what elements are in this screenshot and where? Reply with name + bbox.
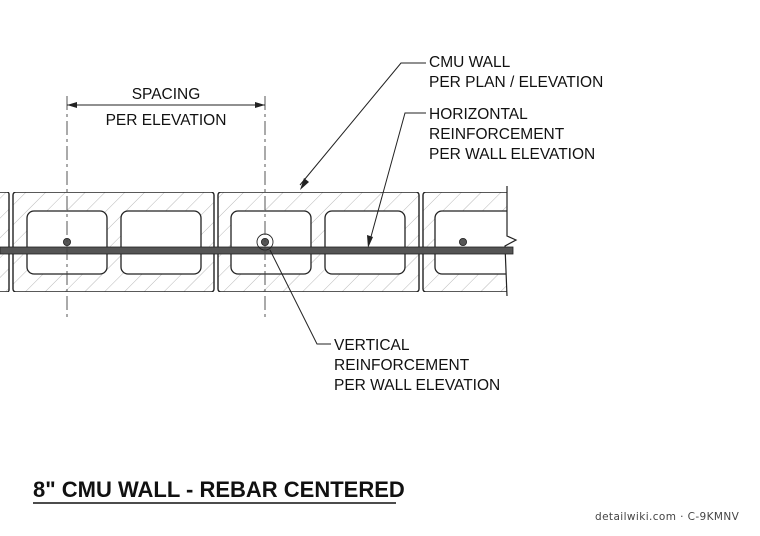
cmu-wall-leader (299, 62, 426, 186)
vertical-reinforcement-leader (269, 249, 331, 345)
vertical-reinforcement-label-line3: PER WALL ELEVATION (334, 377, 500, 394)
cmu-block-4 (422, 192, 510, 292)
horizontal-reinforcement-label-line1: HORIZONTAL (429, 106, 528, 123)
dimension-label-line1: SPACING (132, 86, 201, 103)
dimension-label-line2: PER ELEVATION (106, 112, 227, 129)
horizontal-reinforcement-label-line2: REINFORCEMENT (429, 126, 565, 143)
horizontal-rebar (0, 246, 514, 255)
vertical-reinforcement-label-line1: VERTICAL (334, 337, 410, 354)
horizontal-reinforcement-leader (368, 112, 426, 245)
horizontal-reinforcement-callout: HORIZONTAL REINFORCEMENT PER WALL ELEVAT… (367, 106, 595, 248)
cmu-wall-callout: CMU WALL PER PLAN / ELEVATION (299, 54, 603, 190)
drawing-title: 8" CMU WALL - REBAR CENTERED (33, 477, 405, 504)
vertical-reinforcement-label-line2: REINFORCEMENT (334, 357, 470, 374)
cmu-wall-label-line2: PER PLAN / ELEVATION (429, 74, 603, 91)
cmu-wall-arrowhead (300, 178, 309, 190)
credit-text: detailwiki.com · C-9KMNV (595, 511, 740, 523)
cmu-block-2 (12, 192, 215, 292)
spacing-dimension: SPACING PER ELEVATION (67, 86, 265, 129)
vertical-rebar-3 (458, 237, 467, 246)
centerlines (66, 96, 266, 318)
horizontal-reinforcement-arrowhead (367, 235, 373, 248)
cmu-block-1 (0, 192, 10, 292)
cmu-wall-label-line1: CMU WALL (429, 54, 511, 71)
cmu-wall (0, 186, 518, 297)
cmu-block-3 (217, 192, 420, 292)
vertical-reinforcement-callout: VERTICAL REINFORCEMENT PER WALL ELEVATIO… (269, 249, 500, 394)
horizontal-reinforcement-label-line3: PER WALL ELEVATION (429, 146, 595, 163)
break-line (504, 186, 518, 297)
title-text: 8" CMU WALL - REBAR CENTERED (33, 477, 405, 502)
